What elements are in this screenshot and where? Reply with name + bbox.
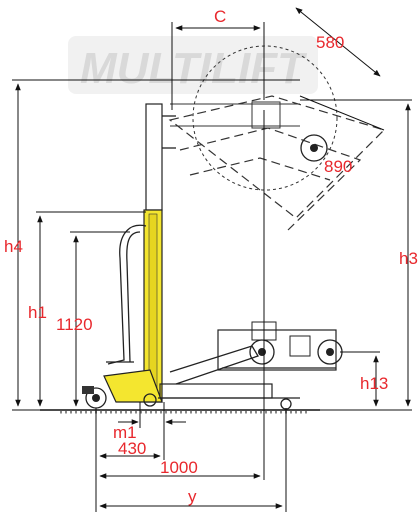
dimension-lines [12, 7, 412, 512]
dim-580-label: 580 [316, 33, 344, 52]
chassis [82, 345, 300, 410]
dim-h3-label: h3 [399, 249, 418, 268]
logo-watermark: MULTILIFT [68, 36, 318, 94]
dim-1120-label: 1120 [56, 315, 93, 334]
dim-h4-label: h4 [4, 237, 23, 256]
dim-430-label: 430 [118, 439, 146, 458]
floor [40, 409, 320, 414]
rotated-drum-outline [168, 45, 386, 231]
dim-m1-label: m1 [113, 423, 137, 442]
dim-y-label: y [188, 487, 197, 506]
dim-c-label: C [214, 7, 226, 26]
dim-h1-label: h1 [28, 303, 47, 322]
handle [106, 224, 147, 365]
dim-890-label: 890 [324, 157, 352, 176]
dim-1000-label: 1000 [160, 458, 198, 477]
dimension-labels: C 580 890 h4 h3 h1 1120 h13 m1 430 1000 … [4, 7, 418, 506]
mast [143, 103, 176, 403]
dim-h13-label: h13 [360, 374, 388, 393]
logo-text: MULTILIFT [80, 44, 307, 93]
